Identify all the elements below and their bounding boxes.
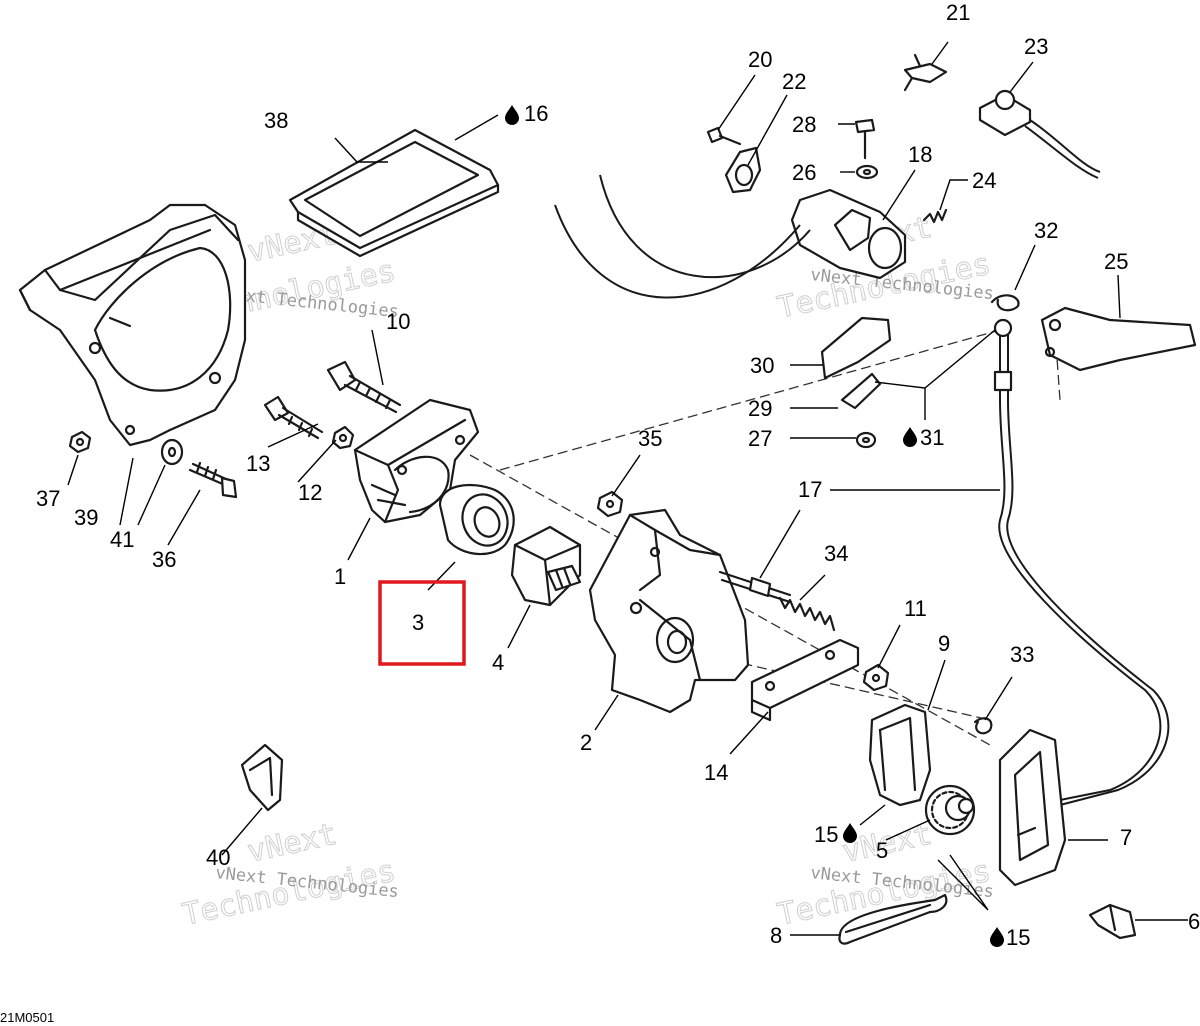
part-10-bolt	[326, 360, 402, 414]
oil-drop-icon	[903, 427, 917, 447]
callout-38: 38	[264, 108, 288, 133]
callout-21: 21	[946, 0, 970, 25]
callout-41: 41	[110, 527, 134, 552]
part-33-clip	[973, 717, 993, 735]
callout-2: 2	[580, 730, 592, 755]
callout-5: 5	[876, 838, 888, 863]
part-27-washer	[855, 431, 877, 449]
oil-drop-icon	[843, 823, 857, 843]
part-36-bolt	[188, 461, 238, 499]
part-7-housing	[998, 728, 1067, 887]
callout-7: 7	[1120, 825, 1132, 850]
part-40-clip	[240, 743, 284, 812]
callout-16: 16	[524, 101, 548, 126]
part-17-cable	[718, 318, 1170, 806]
throttle-cables	[554, 174, 811, 299]
part-26-washer	[855, 164, 879, 180]
callout-32: 32	[1034, 218, 1058, 243]
callout-30: 30	[750, 353, 774, 378]
part-35-nut	[596, 490, 624, 518]
part-13-bolt	[263, 395, 324, 440]
part-21-clip	[903, 53, 948, 92]
callout-17: 17	[798, 477, 822, 502]
part-12-nut	[331, 425, 355, 450]
callout-27: 27	[748, 426, 772, 451]
part-6-clip	[1088, 903, 1137, 940]
callout-20: 20	[748, 47, 772, 72]
part-3-bushing	[438, 483, 515, 556]
oil-drop-icon	[505, 105, 519, 125]
callout-24: 24	[972, 168, 996, 193]
callout-6: 6	[1188, 909, 1200, 934]
highlight-box-part-3	[378, 580, 466, 666]
callout-labels: 1 2 3 4 5 6 7 8 9 10 11 12 13 14 15 15 1…	[36, 0, 1200, 950]
part-9-lever	[868, 703, 932, 807]
callout-1: 1	[334, 564, 346, 589]
callout-3: 3	[412, 610, 424, 635]
part-37-nut	[68, 430, 92, 454]
callout-22: 22	[782, 69, 806, 94]
watermark-bottom-right: vNext Technologies vNext Technologies	[774, 816, 995, 933]
callout-33: 33	[1010, 642, 1034, 667]
part-28-screw	[854, 118, 876, 160]
callout-8: 8	[770, 923, 782, 948]
callout-9: 9	[938, 631, 950, 656]
part-41-washer	[160, 438, 184, 466]
watermark-bottom-left: vNext Technologies vNext Technologies	[179, 816, 400, 933]
callout-35: 35	[638, 426, 662, 451]
part-23-switch	[978, 89, 1101, 179]
callout-28: 28	[792, 112, 816, 137]
part-5-sprocket	[924, 784, 976, 836]
part-18-throttle-housing	[790, 188, 907, 280]
callout-31: 31	[920, 425, 944, 450]
leader-lines	[67, 41, 1188, 936]
callout-18: 18	[908, 142, 932, 167]
callout-36: 36	[152, 547, 176, 572]
part-30-lever	[820, 316, 892, 380]
part-38-gasket	[288, 128, 500, 258]
part-2-lever-plate	[588, 508, 750, 714]
part-34-spring	[778, 596, 836, 632]
callout-39: 39	[74, 505, 98, 530]
part-11-nut	[862, 663, 890, 692]
callout-15b: 15	[1006, 925, 1030, 950]
assembly-axis-lines	[469, 329, 1061, 746]
callout-40: 40	[206, 845, 230, 870]
part-32-clip	[990, 294, 1020, 312]
callout-15: 15	[814, 822, 838, 847]
callout-34: 34	[824, 541, 848, 566]
callout-13: 13	[246, 451, 270, 476]
part-8-cotter-pin	[838, 893, 948, 945]
part-14-bracket	[750, 638, 860, 722]
oil-drop-icon	[990, 927, 1004, 947]
part-4-stud-plate	[510, 525, 582, 607]
part-25-lever	[1040, 306, 1197, 372]
part-20-screw	[706, 126, 742, 146]
part-22-clamp	[724, 146, 762, 194]
callout-23: 23	[1024, 34, 1048, 59]
callout-14: 14	[704, 760, 728, 785]
callout-37: 37	[36, 486, 60, 511]
callout-29: 29	[748, 396, 772, 421]
part-29-clip	[840, 372, 882, 410]
callout-12: 12	[298, 480, 322, 505]
diagram-code: 21M0501	[0, 1010, 54, 1025]
svg-text:vNext: vNext	[244, 817, 340, 870]
callout-11: 11	[904, 596, 927, 621]
callout-25: 25	[1104, 249, 1128, 274]
part-24-spring	[922, 208, 948, 224]
callout-10: 10	[386, 309, 410, 334]
callout-4: 4	[492, 650, 504, 675]
part-39-bracket	[18, 203, 247, 447]
callout-26: 26	[792, 160, 816, 185]
